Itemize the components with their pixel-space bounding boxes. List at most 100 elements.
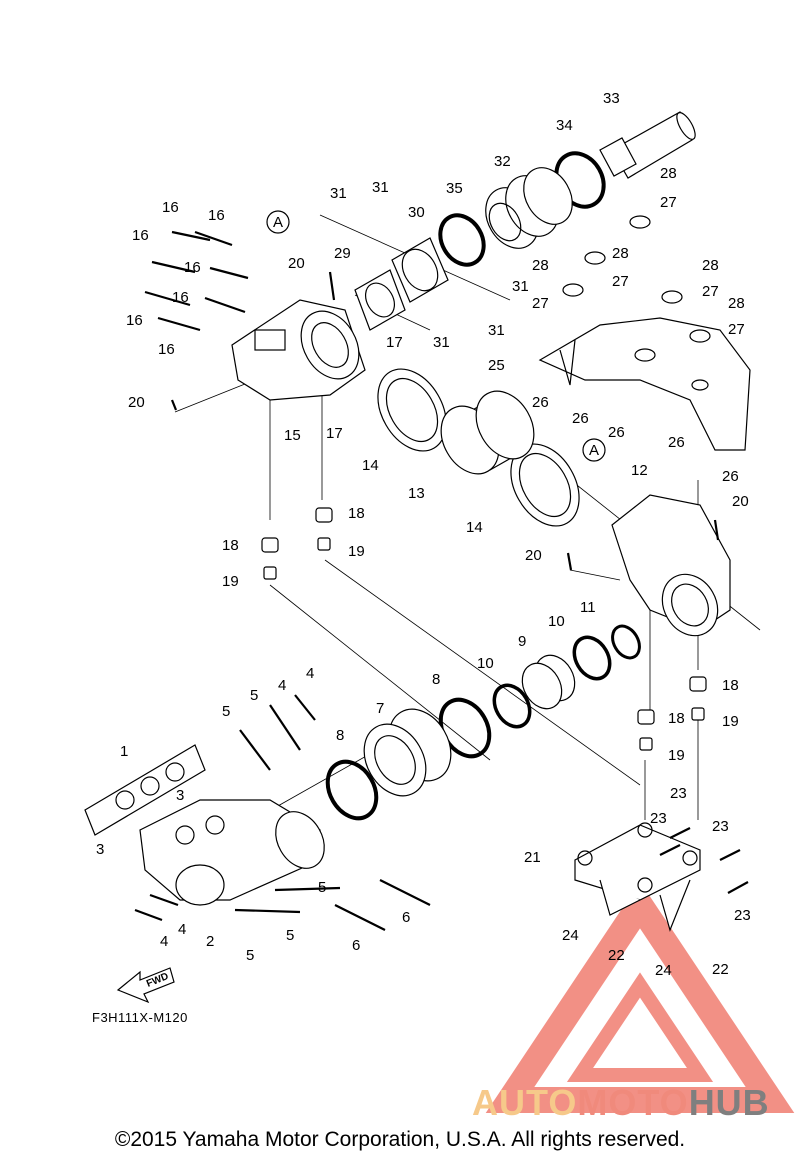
callout-23: 23: [670, 785, 687, 802]
callout-6: 6: [402, 909, 410, 926]
callout-26: 26: [722, 468, 739, 485]
watermark-logo: [485, 881, 795, 1113]
callout-27: 27: [612, 273, 629, 290]
callout-5: 5: [250, 687, 258, 704]
cover-25: [538, 317, 751, 451]
callout-20: 20: [525, 547, 542, 564]
callout-23: 23: [650, 810, 667, 827]
callout-10: 10: [477, 655, 494, 672]
gasket-14-upper: [377, 368, 447, 452]
callout-25: 25: [488, 357, 505, 374]
callout-24: 24: [655, 962, 672, 979]
flange-30: [391, 237, 449, 303]
pipe-7: [363, 708, 452, 797]
callout-28: 28: [728, 295, 745, 312]
clamp-8-lower: [325, 759, 379, 821]
callout-5: 5: [286, 927, 294, 944]
callout-14: 14: [466, 519, 483, 536]
gasket-29: [354, 269, 406, 331]
callout-8: 8: [336, 727, 344, 744]
seal-11: [611, 624, 641, 660]
callout-18: 18: [668, 710, 685, 727]
callout-23: 23: [734, 907, 751, 924]
callout-26: 26: [668, 434, 685, 451]
callout-17: 17: [386, 334, 403, 351]
callout-16: 16: [126, 312, 143, 329]
callout-27: 27: [660, 194, 677, 211]
chamber-13: [440, 390, 535, 475]
callout-21: 21: [524, 849, 541, 866]
callout-20: 20: [732, 493, 749, 510]
callout-18: 18: [722, 677, 739, 694]
callout-26: 26: [532, 394, 549, 411]
svg-text:A: A: [273, 214, 283, 231]
callout-8: 8: [432, 671, 440, 688]
callout-27: 27: [532, 295, 549, 312]
callout-22: 22: [608, 947, 625, 964]
callout-28: 28: [660, 165, 677, 182]
callout-labels: 33 34 32 35 30 31 31 31 31 31 29 20 20 2…: [96, 90, 751, 979]
drawing-code: F3H111X-M120: [92, 1010, 188, 1025]
callout-26: 26: [608, 424, 625, 441]
callout-19: 19: [222, 573, 239, 590]
callout-35: 35: [446, 180, 463, 197]
callout-28: 28: [702, 257, 719, 274]
callout-16: 16: [184, 259, 201, 276]
brand-hub: HUB: [688, 1082, 770, 1123]
callout-31: 31: [330, 185, 347, 202]
callout-4: 4: [178, 921, 186, 938]
callout-3: 3: [96, 841, 104, 858]
callout-13: 13: [408, 485, 425, 502]
brand-auto: AUTO: [472, 1082, 578, 1123]
callout-14: 14: [362, 457, 379, 474]
clamp-35: [438, 213, 486, 267]
callout-18: 18: [348, 505, 365, 522]
brand-moto: MOTO: [577, 1082, 689, 1123]
callout-12: 12: [631, 462, 648, 479]
gasket-1: [84, 744, 206, 836]
intake-pipe-33: [599, 111, 696, 179]
bolt-set: [134, 230, 749, 931]
callout-18: 18: [222, 537, 239, 554]
mount-18-19-set: [261, 507, 707, 751]
callout-31: 31: [512, 278, 529, 295]
callout-28: 28: [612, 245, 629, 262]
callout-19: 19: [348, 543, 365, 560]
callout-34: 34: [556, 117, 573, 134]
callout-10: 10: [548, 613, 565, 630]
callout-28: 28: [532, 257, 549, 274]
callout-17: 17: [326, 425, 343, 442]
callout-2: 2: [206, 933, 214, 950]
washer-set: [562, 215, 711, 343]
callout-1: 1: [120, 743, 128, 760]
callout-5: 5: [318, 879, 326, 896]
callout-31: 31: [433, 334, 450, 351]
callout-27: 27: [702, 283, 719, 300]
callout-24: 24: [562, 927, 579, 944]
callout-32: 32: [494, 153, 511, 170]
callout-6: 6: [352, 937, 360, 954]
callout-22: 22: [712, 961, 729, 978]
callout-29: 29: [334, 245, 351, 262]
callout-16: 16: [158, 341, 175, 358]
callout-5: 5: [222, 703, 230, 720]
callout-31: 31: [372, 179, 389, 196]
bellows-32: [485, 167, 573, 249]
callout-33: 33: [603, 90, 620, 107]
callout-16: 16: [172, 289, 189, 306]
manifold-2: [139, 799, 325, 906]
svg-text:A: A: [589, 442, 599, 459]
callout-16: 16: [208, 207, 225, 224]
housing-12: [611, 494, 731, 637]
watermark-brand: AUTOMOTOHUB: [472, 1082, 770, 1124]
ref-mark-a-lower: A: [582, 438, 606, 462]
callout-19: 19: [668, 747, 685, 764]
callout-20: 20: [288, 255, 305, 272]
callout-4: 4: [278, 677, 286, 694]
joint-9: [521, 654, 576, 710]
callout-27: 27: [728, 321, 745, 338]
callout-26: 26: [572, 410, 589, 427]
callout-7: 7: [376, 700, 384, 717]
callout-16: 16: [132, 227, 149, 244]
